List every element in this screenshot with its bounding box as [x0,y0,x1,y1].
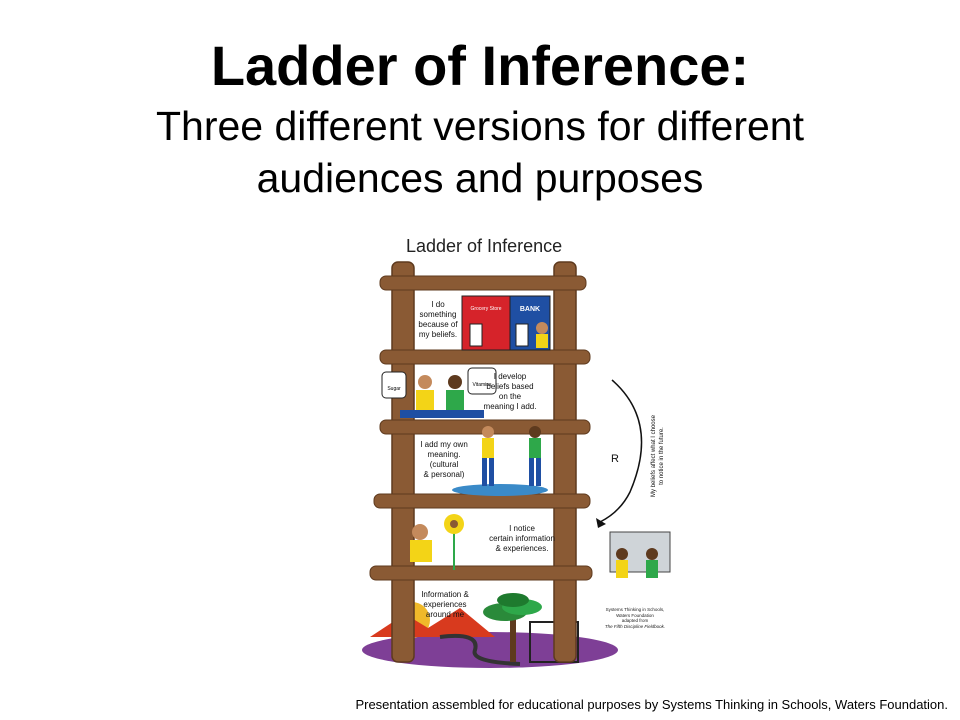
person-icon [616,548,628,560]
slide-subtitle-line2: audiences and purposes [256,155,704,201]
bank-sign: BANK [519,306,541,313]
ladder-rung [379,275,587,291]
speech-bubble-left [381,371,407,399]
loop-label: R [611,453,619,465]
person-icon [412,524,428,540]
ladder-rung [369,565,593,581]
slide-title-block: Ladder of Inference: Three different ver… [0,34,960,204]
store-building [461,295,511,351]
speech-bubble-right [467,367,497,395]
speech-bubble-right-text: Vitamins [472,382,492,388]
ladder-rung [373,493,591,509]
slide-title: Ladder of Inference: [210,34,750,97]
person-icon [646,548,658,560]
ladder-rung [379,349,591,365]
diagram-heading: Ladder of Inference [406,236,563,256]
footer-attribution: Presentation assembled for educational p… [355,697,948,712]
ladder-rail-right [553,261,577,663]
person-icon [418,375,432,389]
palm-tree-icon [483,593,542,662]
person-icon [529,426,541,438]
arrowhead-icon [596,518,606,528]
speech-bubble-left-text: Sugar [387,386,401,392]
flower-icon [444,514,464,570]
slide-subtitle-line1: Three different versions for different [156,103,804,149]
diagram-credit: Systems Thinking in Schools,Waters Found… [604,607,666,629]
reflexive-loop-arrow [599,379,643,523]
ladder-diagram [362,261,671,668]
person-icon [536,322,548,334]
person-icon [448,375,462,389]
person-icon [482,426,494,438]
store-sign: Grocery Store [470,306,502,312]
path-road [439,633,521,666]
